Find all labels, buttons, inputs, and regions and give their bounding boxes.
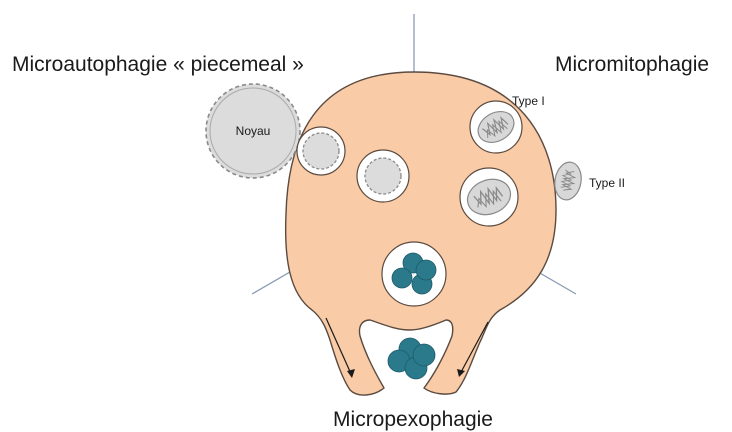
label-micropexophagy: Micropexophagie xyxy=(333,408,493,431)
peroxisome-cluster-internal xyxy=(382,242,446,306)
piecemeal-vesicle-internal xyxy=(357,150,409,202)
label-type-two: Type II xyxy=(589,176,625,190)
mitochondrion-type-two-engulfing xyxy=(552,160,584,202)
mitochondrion-type-one xyxy=(470,101,522,153)
peroxisome-cluster-external xyxy=(388,338,435,379)
piecemeal-vesicle-budding xyxy=(297,127,345,175)
label-piecemeal: Microautophagie « piecemeal » xyxy=(12,53,304,76)
label-micromitophagy: Micromitophagie xyxy=(555,53,709,76)
nucleus: Noyau xyxy=(206,84,300,178)
label-type-one: Type I xyxy=(512,94,545,108)
mitochondrion-type-two-internal xyxy=(460,168,518,226)
nucleus-label: Noyau xyxy=(236,124,271,138)
